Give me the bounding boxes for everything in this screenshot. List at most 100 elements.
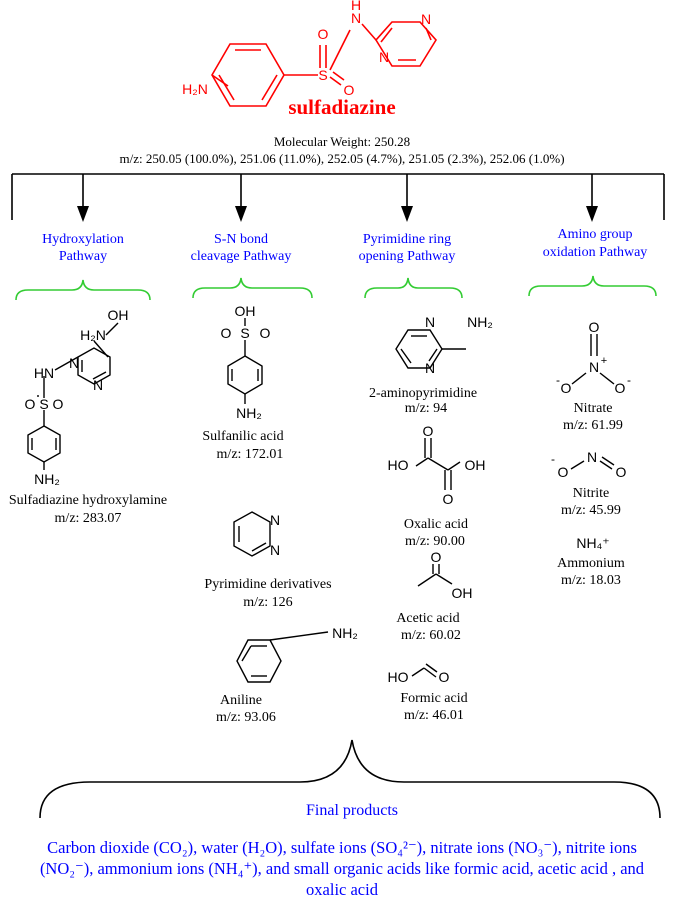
sulfanilic-mz: m/z: 172.01: [217, 447, 284, 462]
final-products-line3: oxalic acid: [306, 880, 379, 899]
nitrate-minus-left: -: [556, 373, 560, 387]
hydroxylamine-o2: O: [53, 396, 64, 412]
oxalic-o1: O: [423, 423, 434, 439]
nitrate-minus-right: -: [627, 373, 631, 387]
nitrate-structure: [571, 334, 615, 385]
acetic-acid-structure: [417, 564, 453, 587]
sulfanilic-oh: OH: [235, 303, 256, 319]
hydroxylamine-ring-n2: N: [93, 377, 103, 393]
final-products-title: Final products: [306, 802, 398, 819]
formic-o: O: [439, 669, 450, 685]
nitrate-o-top: O: [589, 319, 600, 335]
nitrate-n: N: [589, 359, 599, 375]
ammonium-name: Ammonium: [557, 556, 625, 571]
aminopyrimidine-name: 2-aminopyrimidine: [369, 386, 477, 401]
sulfadiazine-o1-atom: O: [318, 26, 329, 42]
aniline-name: Aniline: [220, 693, 262, 708]
sulfanilic-nh2: NH₂: [236, 405, 262, 421]
sulfadiazine-ring-n1: N: [421, 11, 431, 27]
nitrate-name: Nitrate: [574, 401, 613, 416]
pathway-title-amino-oxidation-2: oxidation Pathway: [543, 245, 648, 260]
nitrate-o-left: O: [561, 380, 572, 396]
sulfadiazine-nh2-group: H₂N: [182, 81, 208, 97]
final-products-line2: (NO₂⁻), ammonium ions (NH₄⁺), and small …: [40, 859, 645, 878]
molecular-weight: Molecular Weight: 250.28: [274, 134, 410, 149]
aniline-structure: [236, 631, 329, 683]
acetic-mz: m/z: 60.02: [401, 628, 461, 643]
pathway-title-hydroxylation-2: Pathway: [59, 249, 107, 264]
aminopyrimidine-nh2: NH₂: [467, 314, 493, 330]
formic-ho: HO: [388, 669, 409, 685]
hydroxylamine-ring-n1: N: [69, 355, 79, 371]
sulfadiazine-n-atom: N: [351, 10, 361, 26]
oxalic-name: Oxalic acid: [404, 517, 468, 532]
pyrimidine-name: Pyrimidine derivatives: [204, 577, 331, 592]
formic-name: Formic acid: [400, 691, 467, 706]
hydroxylamine-hn: HN: [34, 365, 54, 381]
hydroxylamine-name: Sulfadiazine hydroxylamine: [9, 493, 167, 508]
ammonium-formula: NH₄⁺: [576, 535, 609, 551]
parent-compound-name: sulfadiazine: [288, 95, 395, 119]
pyrimidine-structure: [233, 511, 271, 557]
hydroxylamine-nh2: NH₂: [34, 471, 60, 487]
nitrite-minus: -: [551, 452, 555, 466]
aniline-mz: m/z: 93.06: [216, 710, 276, 725]
aminopyrimidine-structure: [395, 329, 466, 369]
aminopyrimidine-mz: m/z: 94: [405, 401, 447, 416]
final-brace: [39, 739, 661, 819]
nitrite-o2: O: [616, 464, 627, 480]
aminopyrimidine-n2: N: [425, 360, 435, 376]
hydroxylamine-mz: m/z: 283.07: [55, 511, 122, 526]
oxalic-ho: HO: [388, 457, 409, 473]
final-products-line1: Carbon dioxide (CO₂), water (H₂O), sulfa…: [47, 838, 637, 857]
pyrimidine-mz: m/z: 126: [243, 595, 292, 610]
acetic-name: Acetic acid: [396, 611, 459, 626]
sulfanilic-o1: O: [221, 325, 232, 341]
formic-acid-structure: [411, 663, 438, 678]
oxalic-oh: OH: [465, 457, 486, 473]
oxalic-o2: O: [443, 491, 454, 507]
pathway-title-hydroxylation-1: Hydroxylation: [42, 232, 124, 247]
sulfanilic-o2: O: [260, 325, 271, 341]
hydroxylamine-s: S: [39, 396, 48, 412]
pathway-arrowheads: [77, 206, 598, 222]
pathway-title-ring-opening-1: Pyrimidine ring: [363, 232, 451, 247]
oxalic-acid-structure: [415, 438, 461, 490]
sulfanilic-acid-structure: [227, 318, 263, 404]
sulfadiazine-o2-atom: O: [344, 82, 355, 98]
nitrate-plus: +: [601, 355, 607, 367]
oxalic-mz: m/z: 90.00: [405, 534, 465, 549]
nitrite-mz: m/z: 45.99: [561, 503, 621, 518]
mass-spectrum-mz: m/z: 250.05 (100.0%), 251.06 (11.0%), 25…: [119, 151, 564, 166]
pyrimidine-n1: N: [270, 512, 280, 528]
acetic-oh: OH: [452, 585, 473, 601]
sulfanilic-s: S: [240, 325, 249, 341]
sulfadiazine-h-atom: H: [351, 0, 361, 13]
hydroxylamine-structure: [27, 322, 119, 470]
hydroxylamine-o1: O: [25, 396, 36, 412]
nitrite-o: O: [558, 464, 569, 480]
hydroxylamine-h2n: H₂N: [80, 327, 106, 343]
ammonium-mz: m/z: 18.03: [561, 573, 621, 588]
green-braces: [15, 275, 657, 301]
pathway-title-sn-cleavage-1: S-N bond: [214, 232, 268, 247]
nitrite-n: N: [587, 449, 597, 465]
aniline-nh2: NH₂: [332, 625, 358, 641]
nitrite-name: Nitrite: [573, 486, 610, 501]
nitrate-mz: m/z: 61.99: [563, 418, 623, 433]
aminopyrimidine-n1: N: [425, 314, 435, 330]
sulfadiazine-structure: [211, 21, 437, 107]
pyrimidine-n2: N: [270, 542, 280, 558]
sulfanilic-name: Sulfanilic acid: [202, 429, 283, 444]
sulfadiazine-s-atom: S: [318, 67, 327, 83]
hydroxylamine-oh: OH: [108, 307, 129, 323]
pathway-title-ring-opening-2: opening Pathway: [359, 249, 456, 264]
nitrite-structure: [570, 456, 615, 470]
formic-mz: m/z: 46.01: [404, 708, 464, 723]
acetic-o: O: [431, 549, 442, 565]
nitrate-o-right: O: [615, 380, 626, 396]
branch-bracket: [11, 173, 665, 220]
pathway-title-sn-cleavage-2: cleavage Pathway: [191, 249, 292, 264]
pathway-title-amino-oxidation-1: Amino group: [557, 227, 632, 242]
